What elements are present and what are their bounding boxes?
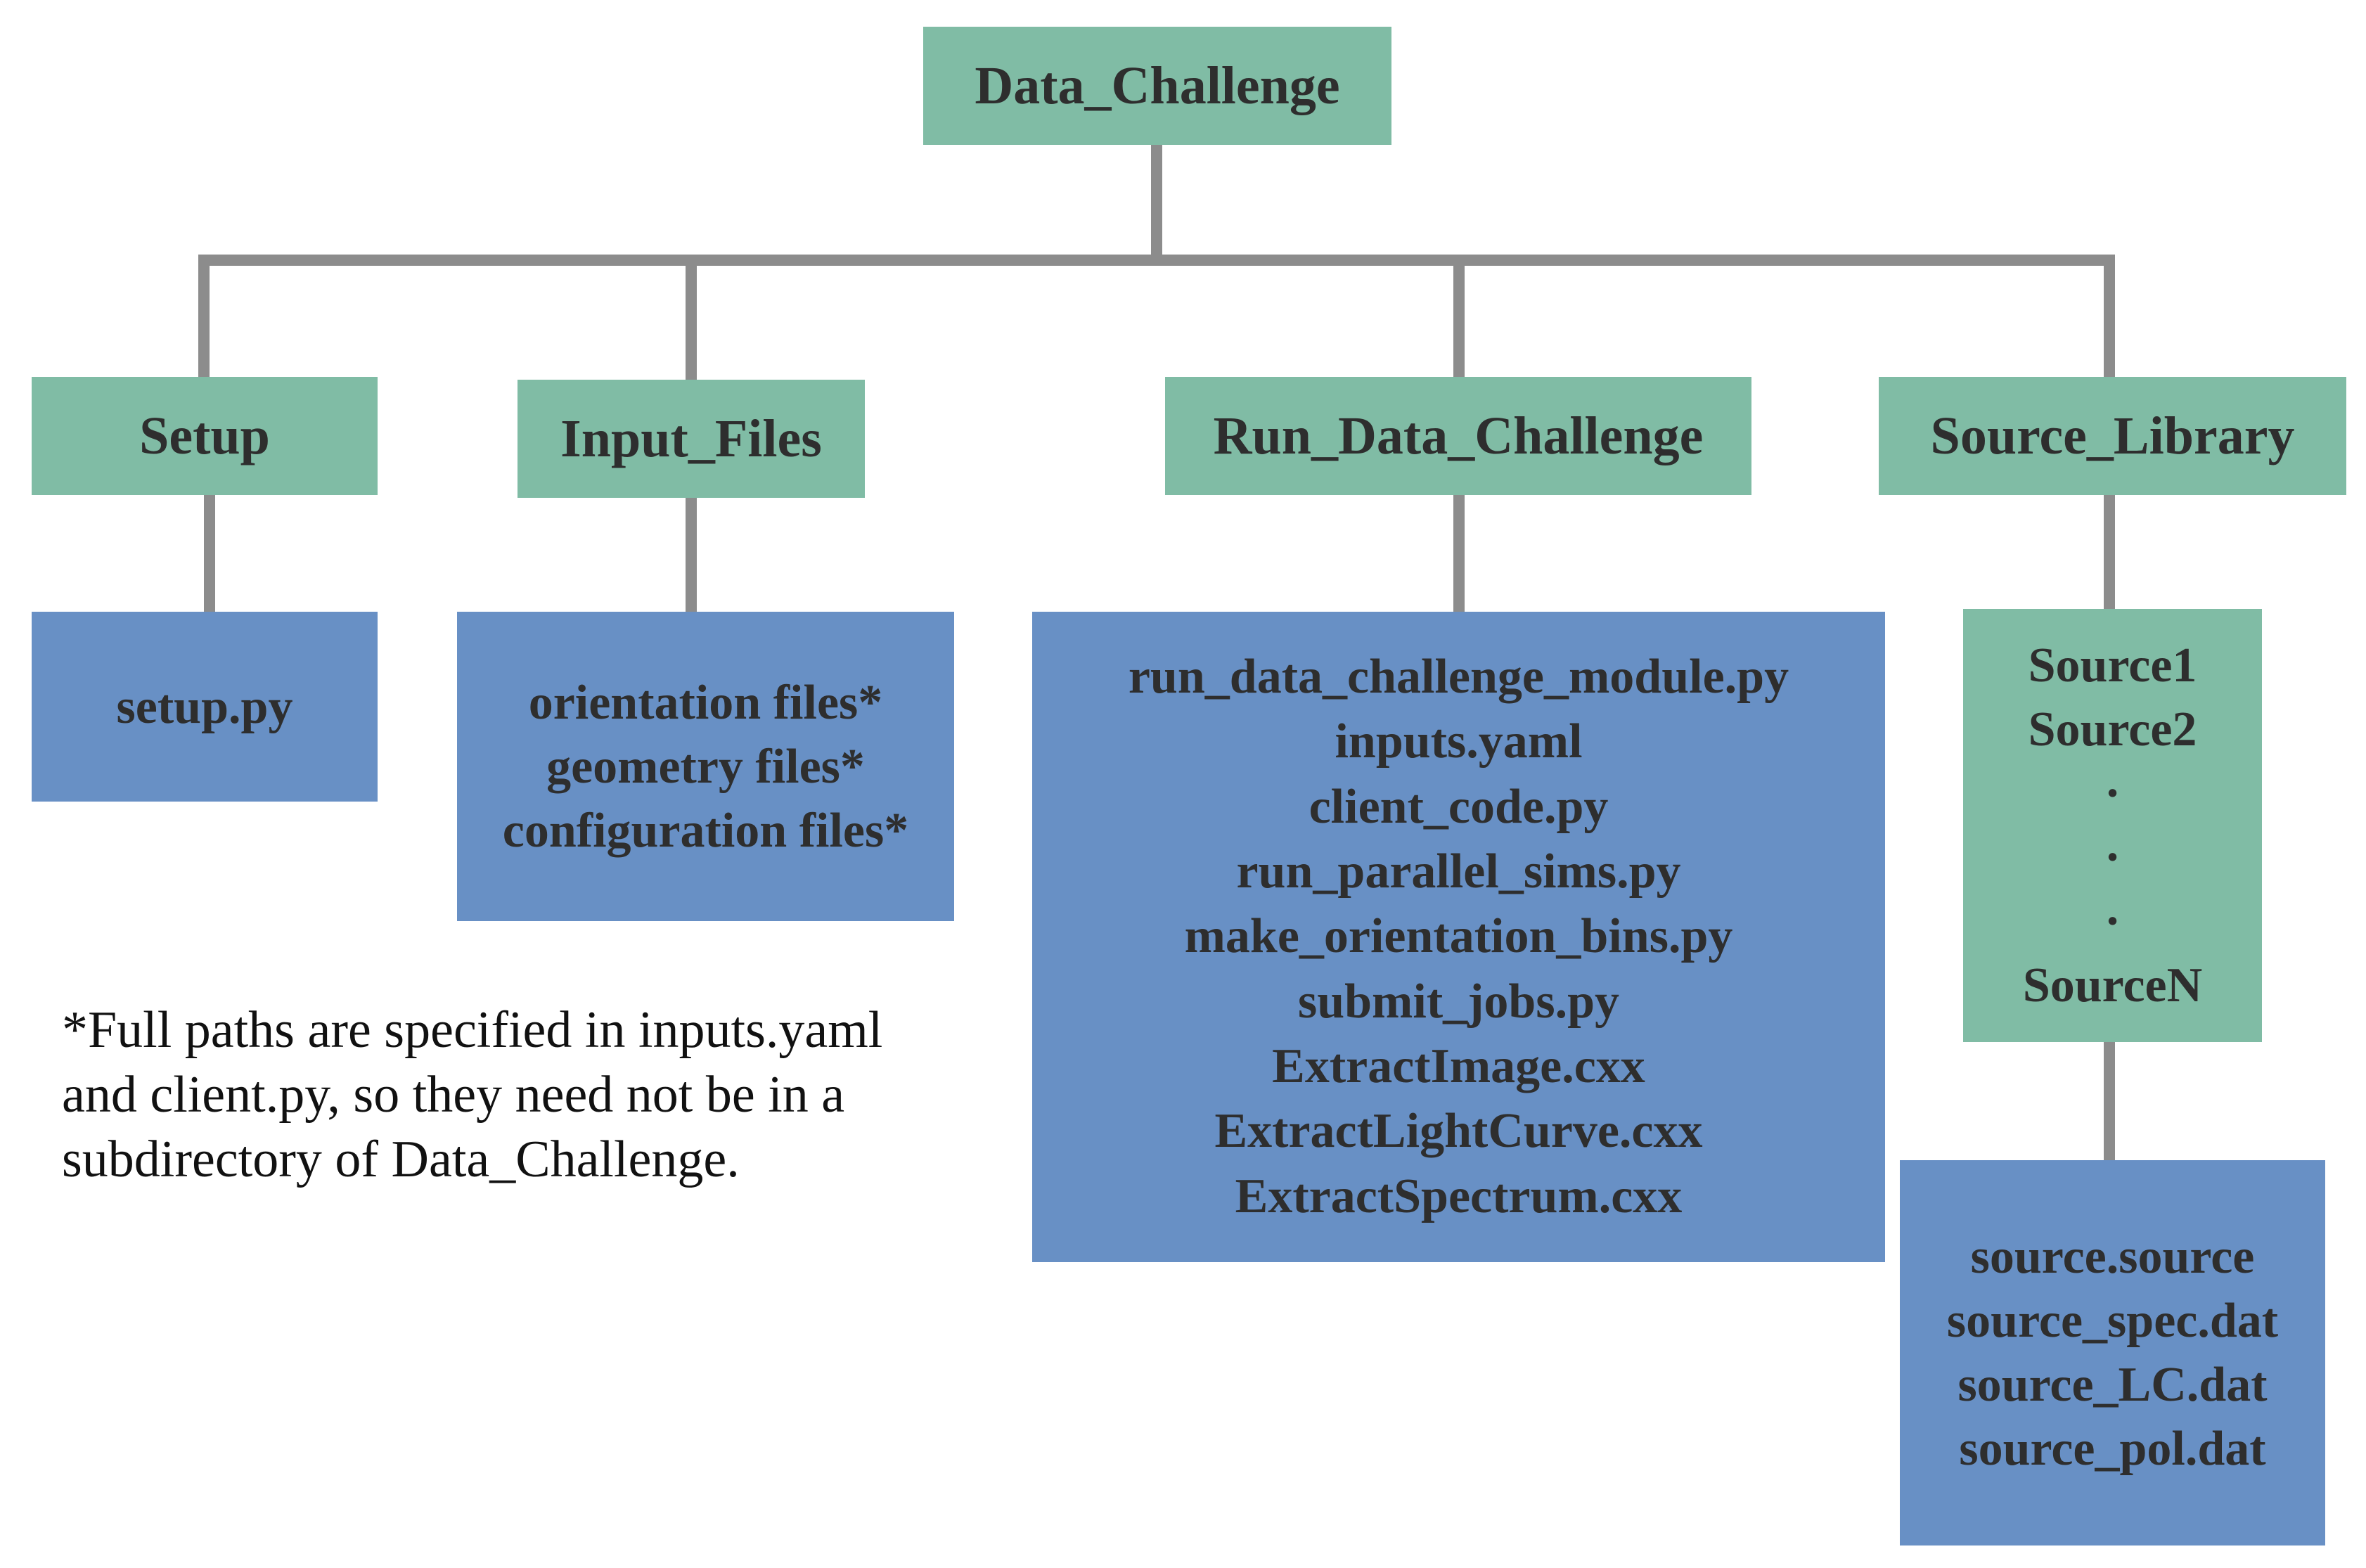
file-name: make_orientation_bins.py <box>1184 909 1733 964</box>
root-folder-box: Data_Challenge <box>923 27 1391 145</box>
source-name: Source1 <box>2028 638 2197 693</box>
folder-box-input-files: Input_Files <box>517 380 865 498</box>
file-box-run-data-challenge: run_data_challenge_module.py inputs.yaml… <box>1032 612 1885 1262</box>
ellipsis-dot: · <box>2104 894 2121 949</box>
file-name: ExtractSpectrum.cxx <box>1235 1169 1683 1223</box>
ellipsis-dot: · <box>2104 830 2121 885</box>
file-name: source.source <box>1970 1230 2255 1284</box>
footnote-line: and client.py, so they need not be in a <box>62 1065 845 1124</box>
folder-label: Source_Library <box>1930 406 2295 465</box>
folder-box-setup: Setup <box>32 377 378 495</box>
file-name: ExtractLightCurve.cxx <box>1214 1104 1703 1159</box>
file-name: client_code.py <box>1309 779 1609 834</box>
file-name: ExtractImage.cxx <box>1272 1039 1645 1094</box>
ellipsis-dot: · <box>2104 766 2121 821</box>
folder-label: Run_Data_Challenge <box>1213 406 1704 465</box>
file-box-source-library: source.source source_spec.dat source_LC.… <box>1900 1160 2325 1545</box>
footnote: *Full paths are specified in inputs.yaml… <box>62 998 976 1192</box>
file-name: setup.py <box>116 679 293 734</box>
file-name: inputs.yaml <box>1335 714 1583 769</box>
file-box-setup: setup.py <box>32 612 378 802</box>
folder-label: Setup <box>139 406 270 465</box>
file-box-input-files: orientation files* geometry files* confi… <box>457 612 954 921</box>
folder-label: Input_Files <box>560 409 822 468</box>
footnote-line: subdirectory of Data_Challenge. <box>62 1130 740 1188</box>
source-name: SourceN <box>2022 958 2203 1013</box>
file-name: run_data_challenge_module.py <box>1128 649 1789 704</box>
footnote-line: *Full paths are specified in inputs.yaml <box>62 1001 883 1059</box>
sources-box: Source1 Source2 · · · SourceN <box>1963 609 2262 1042</box>
file-name: submit_jobs.py <box>1297 974 1620 1029</box>
folder-box-source-library: Source_Library <box>1879 377 2346 495</box>
file-name: source_spec.dat <box>1946 1294 2279 1348</box>
source-name: Source2 <box>2028 702 2197 757</box>
file-name: geometry files* <box>546 739 865 794</box>
file-name: configuration files* <box>502 803 909 858</box>
root-folder-label: Data_Challenge <box>975 56 1340 115</box>
file-name: source_pol.dat <box>1959 1422 2266 1476</box>
file-name: run_parallel_sims.py <box>1236 844 1681 899</box>
file-name: source_LC.dat <box>1957 1358 2268 1412</box>
folder-box-run-data-challenge: Run_Data_Challenge <box>1165 377 1751 495</box>
file-name: orientation files* <box>528 675 883 730</box>
